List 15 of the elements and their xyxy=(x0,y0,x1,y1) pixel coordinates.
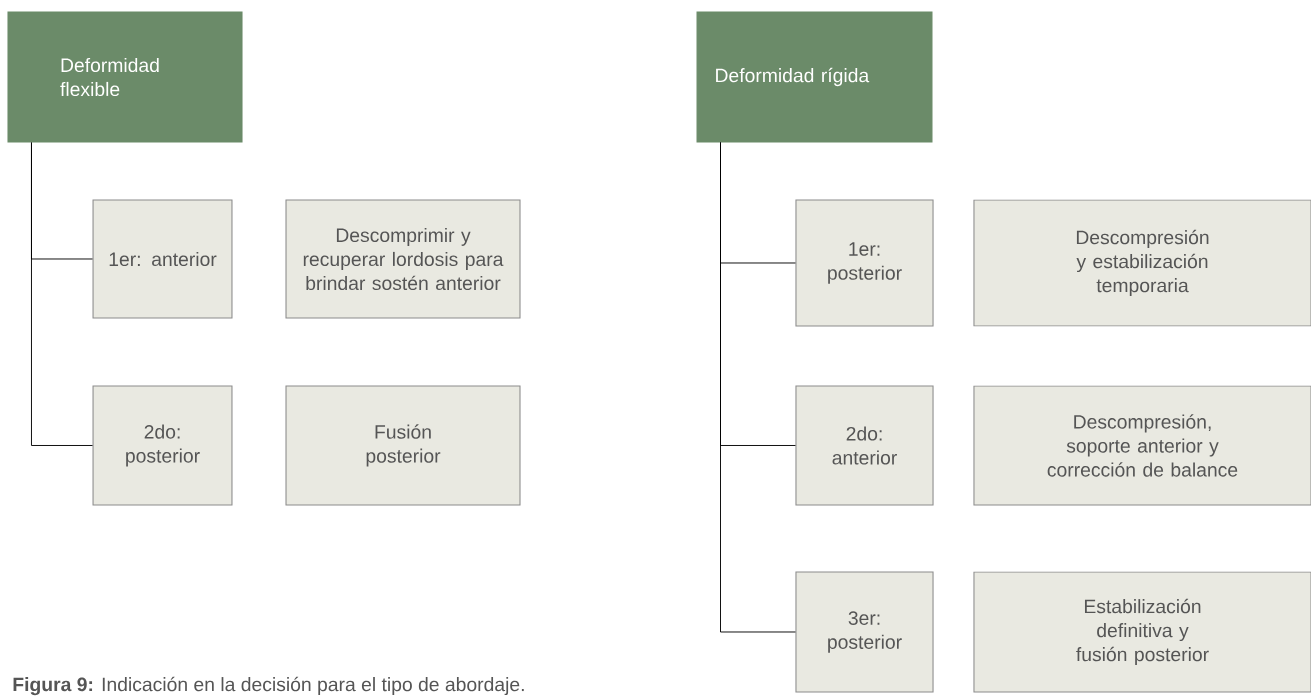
connector-line xyxy=(31,142,93,446)
step-box: 1er: anterior xyxy=(92,199,233,319)
step-box: Descomprimir y recuperar lordosis para brindar sostén anterior xyxy=(285,199,521,319)
step-box: 3er: posterior xyxy=(795,571,934,693)
step-box: Descompresión, soporte anterior y corrección de balance xyxy=(973,385,1311,506)
step-box: 2do: anterior xyxy=(795,385,934,506)
step-box: 2do: posterior xyxy=(92,385,233,506)
step-box: Estabilización definitiva y fusión posterior xyxy=(973,571,1311,693)
category-box: Deformidad flexible xyxy=(7,11,243,143)
step-box: Descompresión y estabilización temporaria xyxy=(973,199,1311,327)
caption: Figura 9: Indicación en la decisión para el tipo de abordaje. xyxy=(13,676,524,696)
category-box: Deformidad rígida xyxy=(696,11,933,143)
step-box: 1er: posterior xyxy=(795,199,934,327)
connector-line xyxy=(720,142,796,633)
step-box: Fusión posterior xyxy=(285,385,521,506)
